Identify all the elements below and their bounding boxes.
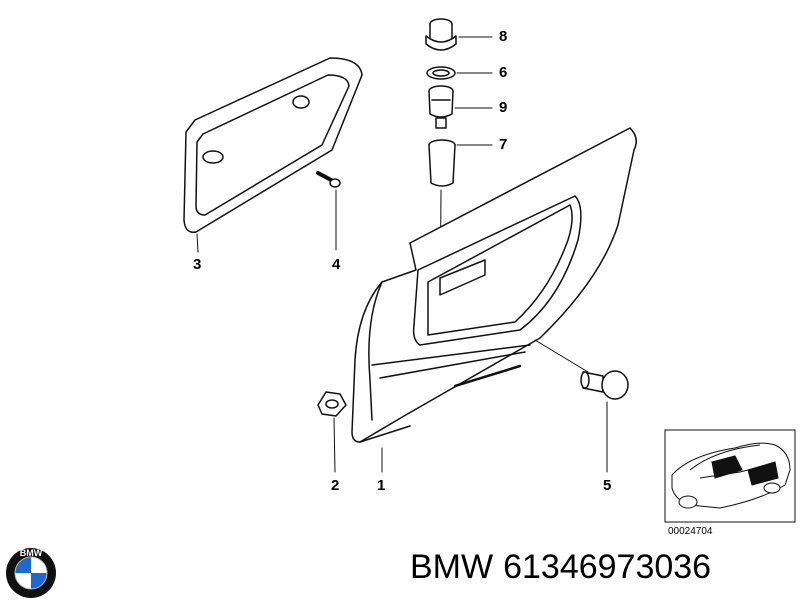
- bmw-logo: BMW: [6, 548, 56, 598]
- part-1-trim-panel: [351, 127, 637, 473]
- callout-9: 9: [499, 99, 508, 116]
- callout-7: 7: [499, 136, 508, 153]
- inset-car-view: [664, 429, 796, 523]
- part-6-ring: [426, 66, 493, 80]
- caption-brand: BMW: [410, 548, 494, 586]
- part-2-clip: [317, 391, 347, 473]
- part-4-screw: [316, 171, 341, 251]
- caption-part-number: 61346973036: [503, 548, 712, 586]
- inset-id: 00024704: [668, 526, 713, 537]
- part-3-tray: [183, 57, 363, 253]
- part-5-plug: [580, 370, 629, 473]
- callout-8: 8: [499, 28, 508, 45]
- callout-3: 3: [193, 256, 202, 273]
- callout-1: 1: [377, 477, 386, 494]
- part-8-cap: [425, 18, 493, 51]
- callout-5: 5: [603, 477, 612, 494]
- callout-2: 2: [331, 477, 340, 494]
- callout-6: 6: [499, 64, 508, 81]
- callout-4: 4: [332, 256, 341, 273]
- part-7-sleeve: [428, 139, 493, 331]
- part-9-socket: [428, 85, 493, 129]
- bmw-logo-text: BMW: [20, 548, 43, 558]
